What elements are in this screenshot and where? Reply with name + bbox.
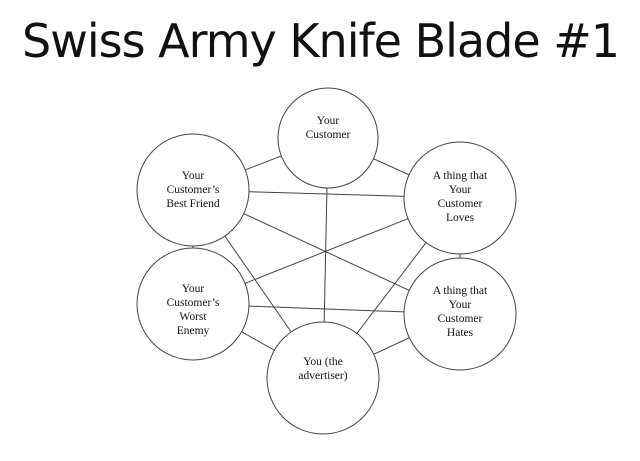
node-label-loves-line-1: Your (449, 184, 472, 196)
node-label-customer-line-1: Customer (306, 129, 351, 141)
node-circle-worst-enemy (136, 247, 250, 361)
node-label-best-friend-line-2: Best Friend (166, 198, 220, 210)
node-circle-best-friend (136, 133, 250, 247)
node-label-loves-line-2: Customer (438, 198, 483, 210)
node-circle-hates (403, 257, 517, 371)
node-label-worst-enemy-line-1: Customer’s (167, 297, 220, 309)
node-circle-advertiser (266, 321, 380, 435)
node-label-advertiser-line-0: You (the (303, 356, 342, 368)
node-circle-loves (403, 141, 517, 255)
node-label-worst-enemy-line-3: Enemy (177, 325, 210, 337)
node-label-hates-line-3: Hates (447, 327, 474, 339)
node-label-worst-enemy-line-2: Worst (179, 311, 207, 323)
node-label-customer-line-0: Your (317, 115, 340, 127)
node-advertiser: You (the advertiser) (266, 321, 380, 435)
node-label-best-friend-line-0: Your (182, 170, 205, 182)
slide-title: Swiss Army Knife Blade #1 (22, 14, 620, 68)
node-label-best-friend-line-1: Customer’s (167, 184, 220, 196)
node-label-hates-line-2: Customer (438, 313, 483, 325)
node-label-loves-line-0: A thing that (433, 170, 488, 182)
node-label-worst-enemy-line-0: Your (182, 283, 205, 295)
node-label-hates-line-1: Your (449, 299, 472, 311)
node-label-loves-line-3: Loves (446, 212, 475, 224)
node-label-hates-line-0: A thing that (433, 285, 488, 297)
node-label-advertiser-line-1: advertiser) (298, 370, 347, 382)
node-circle-customer (277, 87, 379, 189)
